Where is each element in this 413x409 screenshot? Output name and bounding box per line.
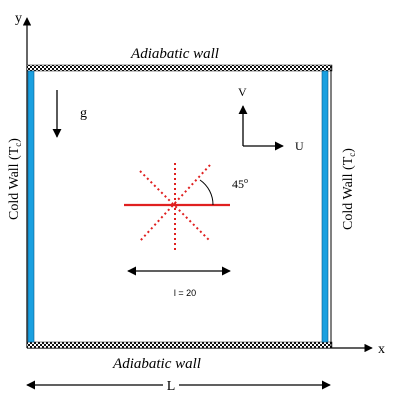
top-wall-label: Adiabatic wall [130, 46, 219, 62]
top-adiabatic-wall [26, 64, 333, 72]
left-cold-wall [27, 70, 35, 343]
y-axis-label: y [15, 11, 22, 26]
right-wall-label-text: Cold Wall (T [341, 156, 356, 230]
right-cold-wall [321, 70, 329, 343]
right-wall-label-close: ) [341, 148, 356, 153]
element-dotted-diagonal-a [139, 170, 211, 242]
flexible-element [124, 163, 230, 250]
element-length-label: l = 20 [174, 288, 196, 298]
right-wall-label-sub: c [347, 153, 357, 157]
left-wall-label-text: Cold Wall (T [7, 146, 22, 220]
element-dotted-diagonal-b [139, 164, 211, 242]
x-axis-label: x [378, 342, 385, 357]
cavity-length-label-bg [163, 375, 179, 393]
bottom-adiabatic-wall [26, 341, 333, 349]
angle-label: 45o [232, 176, 248, 191]
angle-value: 45 [232, 177, 244, 191]
right-wall-label: Cold Wall (Tc) [341, 148, 357, 230]
velocity-v-label: V [238, 85, 247, 99]
bottom-wall-label: Adiabatic wall [112, 356, 201, 372]
left-wall-label-sub: c [13, 143, 23, 147]
cavity-length-label: L [167, 379, 176, 394]
angle-arc [199, 179, 214, 206]
velocity-u-label: U [295, 139, 304, 153]
left-wall-label: Cold Wall (Tc) [7, 138, 23, 220]
angle-unit: o [244, 176, 248, 185]
left-wall-label-close: ) [7, 138, 22, 143]
gravity-label: g [80, 106, 87, 121]
